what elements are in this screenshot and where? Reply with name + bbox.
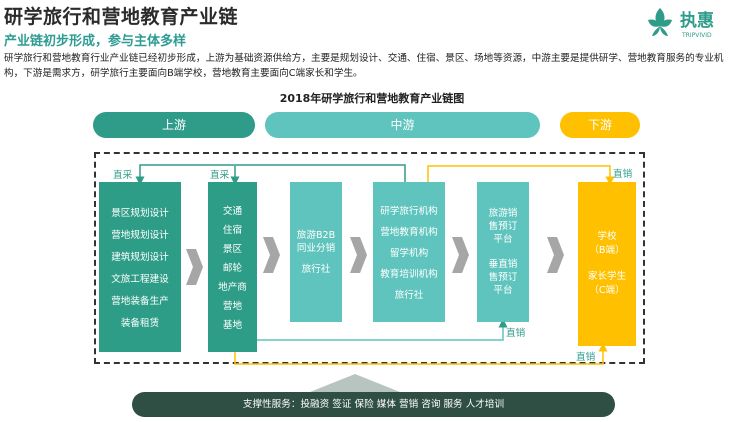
- item-transport: 交通: [222, 206, 243, 217]
- item-equipment-rental: 装备租赁: [120, 318, 160, 329]
- item-camp-planning: 营地规划设计: [111, 230, 169, 241]
- item-real-estate: 地产商: [218, 282, 247, 293]
- item-tourism-sales-1: 旅游销: [488, 208, 518, 219]
- item-parents-students: 家长学生: [587, 271, 627, 282]
- support-services-bar: 支撑性服务：投融资 签证 保险 媒体 营销 咨询 服务 人才培训: [132, 392, 615, 417]
- label-direct-purchase-1: 直采: [113, 170, 133, 181]
- item-camp: 营地: [222, 301, 243, 312]
- svg-text:TRIPVIVID: TRIPVIVID: [681, 32, 712, 39]
- support-up-arrow-icon: [290, 372, 420, 392]
- chevron-right-icon: [545, 235, 565, 275]
- item-c-end: （C端）: [589, 285, 625, 296]
- chevron-right-icon: [184, 247, 204, 287]
- label-direct-purchase-2: 直采: [210, 170, 230, 181]
- column-planning-design: 景区规划设计 营地规划设计 建筑规划设计 文旅工程建设 营地装备生产 装备租赁: [99, 182, 181, 352]
- stage-midstream: 中游: [265, 112, 540, 138]
- item-scenic-planning: 景区规划设计: [111, 208, 169, 219]
- item-training-org: 教育培训机构: [380, 269, 438, 280]
- label-direct-sales-mid: 直销: [506, 328, 526, 339]
- item-b-end: （B端）: [589, 245, 625, 256]
- page-subtitle: 产业链初步形成，参与主体多样: [4, 34, 187, 49]
- label-direct-sales-bottom: 直销: [576, 352, 596, 363]
- item-base: 基地: [222, 320, 243, 331]
- item-vertical-sales-1: 垂直销: [488, 259, 518, 270]
- column-customers: 学校 （B端） 家长学生 （C端）: [578, 182, 636, 346]
- item-study-travel-org: 研学旅行机构: [380, 206, 438, 217]
- item-travel-agency: 旅行社: [301, 263, 331, 275]
- item-architecture-planning: 建筑规划设计: [111, 252, 169, 263]
- stage-upstream: 上游: [93, 112, 255, 138]
- brand-logo: 执惠 TRIPVIVID: [644, 4, 736, 42]
- item-trade-distribution: 同业分销: [296, 242, 336, 254]
- item-tourism-sales-3: 平台: [493, 234, 513, 245]
- item-tourism-sales-2: 售预订: [488, 221, 518, 232]
- leaf-logo-icon: 执惠 TRIPVIVID: [648, 8, 714, 39]
- chevron-right-icon: [261, 235, 281, 275]
- item-school: 学校: [597, 231, 617, 242]
- column-distribution: 旅游B2B 同业分销 旅行社: [290, 182, 342, 322]
- item-tourism-b2b: 旅游B2B: [296, 229, 336, 241]
- item-culture-tourism-construction: 文旅工程建设: [111, 274, 169, 285]
- column-sales-platforms: 旅游销 售预订 平台 垂直销 售预订 平台: [477, 182, 529, 322]
- page-title: 研学旅行和营地教育产业链: [4, 6, 239, 28]
- svg-text:执惠: 执惠: [680, 10, 714, 31]
- chevron-right-icon: [348, 235, 368, 275]
- item-lodging: 住宿: [222, 225, 243, 236]
- chevron-right-icon: [450, 235, 470, 275]
- diagram-title: 2018年研学旅行和营地教育产业链图: [279, 92, 465, 105]
- item-scenic-area: 景区: [222, 244, 243, 255]
- item-cruise: 邮轮: [222, 263, 243, 274]
- intro-paragraph: 研学旅行和营地教育行业产业链已经初步形成，上游为基础资源供给方，主要是规划设计、…: [4, 53, 724, 79]
- item-vertical-sales-3: 平台: [493, 285, 513, 296]
- item-camp-equipment: 营地装备生产: [111, 296, 169, 307]
- item-vertical-sales-2: 售预订: [488, 272, 518, 283]
- column-institutions: 研学旅行机构 营地教育机构 留学机构 教育培训机构 旅行社: [373, 182, 445, 322]
- item-travel-agency-2: 旅行社: [394, 290, 424, 301]
- item-study-abroad-org: 留学机构: [389, 248, 429, 259]
- stage-downstream: 下游: [560, 112, 640, 138]
- column-basic-resources: 交通 住宿 景区 邮轮 地产商 营地 基地: [208, 182, 257, 352]
- item-camp-education-org: 营地教育机构: [380, 227, 438, 238]
- label-direct-sales-top: 直销: [613, 169, 633, 180]
